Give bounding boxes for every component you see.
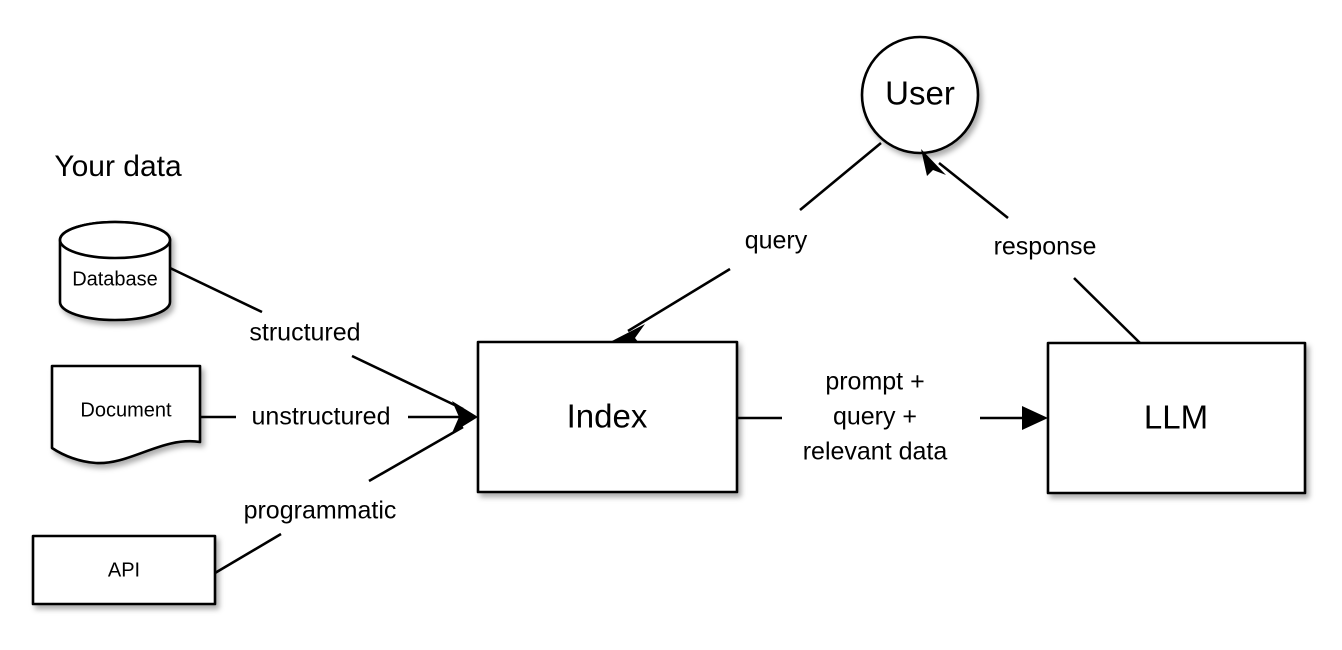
edge-label-programmatic: programmatic: [244, 497, 397, 525]
node-user-label: User: [885, 75, 955, 112]
edge-label-unstructured: unstructured: [252, 403, 391, 431]
section-label-your-data: Your data: [54, 150, 182, 183]
edge-label-query: query: [745, 227, 808, 255]
edge-label-index-to-llm-line-1: prompt +: [825, 368, 924, 396]
document-shape: [50, 364, 202, 465]
arrowhead-into-index-top: [610, 324, 645, 343]
index-rect: [476, 340, 739, 494]
api-rect: [31, 534, 217, 606]
user-circle: [860, 35, 980, 155]
arrowhead-into-user: [921, 149, 946, 176]
node-user[interactable]: [860, 35, 980, 155]
edge-label-structured: structured: [249, 319, 360, 347]
node-database-label: Database: [72, 268, 158, 290]
node-document-label: Document: [80, 399, 172, 421]
arrowhead-into-index-left: [452, 401, 478, 433]
edge-user-to-index-segment-1: [799, 141, 882, 212]
edge-label-index-to-llm-line-3: relevant data: [803, 438, 948, 466]
arrowhead-into-llm: [1022, 406, 1048, 430]
edge-api-to-index-segment-2: [368, 425, 464, 483]
database-cylinder-top: [58, 220, 172, 260]
edge-label-response: response: [994, 233, 1097, 261]
node-index-label: Index: [567, 398, 648, 435]
llm-rect: [1046, 341, 1307, 495]
edge-llm-to-user-segment-1: [1073, 277, 1141, 344]
node-index[interactable]: [476, 340, 739, 494]
edge-llm-to-user-segment-2: [938, 161, 1009, 220]
edge-label-index-to-llm-line-2: query +: [833, 403, 917, 431]
edge-database-to-index-segment-2: [351, 354, 464, 411]
edge-api-to-index-segment-1: [214, 532, 282, 575]
edge-user-to-index-segment-2: [627, 267, 731, 333]
node-document[interactable]: [50, 364, 202, 465]
node-database[interactable]: [58, 220, 172, 322]
edge-database-to-index-segment-1: [169, 266, 263, 314]
node-llm[interactable]: [1046, 341, 1307, 495]
node-llm-label: LLM: [1144, 399, 1208, 436]
node-api-label: API: [108, 559, 140, 581]
node-api[interactable]: [31, 534, 217, 606]
